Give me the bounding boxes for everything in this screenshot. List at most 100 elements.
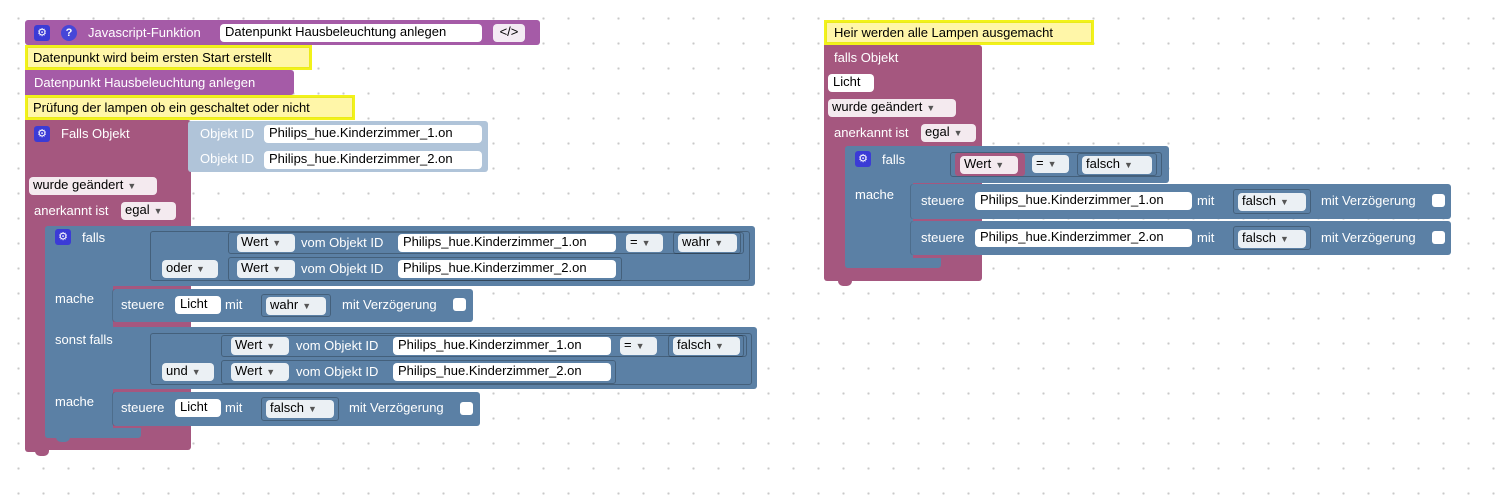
delay-checkbox[interactable] [1432,231,1445,244]
if-label: falls [882,152,906,167]
boolean-value: falsch [270,400,304,415]
with-label: mit [225,400,243,415]
compare-slot [228,232,744,254]
control-label: steuere [121,297,165,312]
function-definition-block[interactable]: ⚙ ? Javascript-Funktion Datenpunkt Hausb… [25,20,540,45]
change-mode-value: wurde geändert [33,177,124,192]
from-object-label: vom Objekt ID [301,235,384,250]
logic-operator-slot [150,333,752,385]
ack-label: anerkannt ist [34,203,109,218]
property-value: Wert [235,363,263,378]
property-value: Wert [241,260,269,275]
logic-operator-slot [150,231,750,281]
control-block[interactable]: steuere Licht mit falsch▼ mit Verzögerun… [113,392,480,426]
property-dropdown[interactable]: Wert▼ [960,156,1018,174]
chevron-down-icon: ▼ [307,404,317,414]
property-dropdown[interactable]: Wert▼ [231,363,289,381]
change-mode-dropdown[interactable]: wurde geändert▼ [828,99,956,117]
chevron-down-icon: ▼ [266,367,276,377]
boolean-dropdown[interactable]: falsch▼ [1238,193,1306,211]
object-id-field[interactable]: Philips_hue.Kinderzimmer_2.on [264,151,482,169]
help-icon[interactable]: ? [61,25,77,41]
object-id-block-1[interactable]: Objekt ID Philips_hue.Kinderzimmer_1.on [188,121,488,146]
gear-icon[interactable]: ⚙ [34,126,50,142]
comment-check[interactable]: Prüfung der lampen ob ein geschaltet ode… [25,95,355,120]
change-mode-dropdown[interactable]: wurde geändert▼ [29,177,157,195]
boolean-dropdown[interactable]: falsch▼ [1082,156,1152,174]
control-target-field[interactable]: Philips_hue.Kinderzimmer_2.on [975,229,1192,247]
object-id-field[interactable]: Philips_hue.Kinderzimmer_1.on [393,337,611,355]
delay-checkbox[interactable] [460,402,473,415]
value-slot [668,335,744,357]
object-id-field[interactable]: Philips_hue.Kinderzimmer_1.on [398,234,616,252]
if-label: falls [82,230,106,245]
compare-slot [228,257,622,281]
compare-slot [221,360,616,384]
boolean-dropdown[interactable]: falsch▼ [266,400,334,418]
comment-start[interactable]: Datenpunkt wird beim ersten Start erstel… [25,45,312,70]
chevron-down-icon: ▼ [266,341,276,351]
chevron-down-icon: ▼ [272,264,282,274]
operator-dropdown[interactable]: =▼ [626,234,663,252]
comment-lamps-off[interactable]: Heir werden alle Lampen ausgemacht [824,20,1094,45]
trigger-block-left-tab [35,450,49,456]
object-id-field[interactable]: Philips_hue.Kinderzimmer_2.on [398,260,616,278]
boolean-dropdown[interactable]: wahr▼ [266,297,326,315]
control-target-field[interactable]: Licht [175,399,221,417]
boolean-value: wahr [270,297,299,312]
control-target-field[interactable]: Philips_hue.Kinderzimmer_1.on [975,192,1192,210]
trigger-block-right-tab [838,280,852,286]
code-editor-button[interactable]: </> [493,24,525,42]
object-id-field[interactable]: Philips_hue.Kinderzimmer_2.on [393,363,611,381]
function-call-label: Datenpunkt Hausbeleuchtung anlegen [34,75,256,90]
property-block[interactable]: Wert▼ [955,153,1025,176]
from-object-label: vom Objekt ID [296,338,379,353]
ack-value: egal [125,202,150,217]
chevron-down-icon: ▼ [302,301,312,311]
delay-checkbox[interactable] [453,298,466,311]
value-slot [673,232,741,254]
value-slot [261,397,339,421]
compare-slot [950,152,1162,177]
chevron-down-icon: ▼ [714,341,724,351]
object-name-field[interactable]: Licht [828,74,874,92]
control-label: steuere [121,400,165,415]
gear-icon[interactable]: ⚙ [855,151,871,167]
control-block[interactable]: steuere Licht mit wahr▼ mit Verzögerung [113,289,473,322]
ack-dropdown[interactable]: egal▼ [921,124,976,142]
logic-operator-dropdown[interactable]: und▼ [162,363,214,381]
from-object-label: vom Objekt ID [296,364,379,379]
gear-icon[interactable]: ⚙ [34,25,50,41]
boolean-dropdown[interactable]: falsch▼ [673,337,740,355]
property-value: Wert [235,337,263,352]
object-id-block-2[interactable]: Objekt ID Philips_hue.Kinderzimmer_2.on [188,146,488,172]
chevron-down-icon: ▼ [1279,197,1289,207]
function-name-field[interactable]: Datenpunkt Hausbeleuchtung anlegen [220,24,482,42]
property-dropdown[interactable]: Wert▼ [237,234,295,252]
ack-dropdown[interactable]: egal▼ [121,202,176,220]
boolean-dropdown[interactable]: falsch▼ [1238,230,1306,248]
comment-text: Heir werden alle Lampen ausgemacht [834,25,1053,40]
function-call-block[interactable]: Datenpunkt Hausbeleuchtung anlegen [25,70,294,95]
boolean-dropdown[interactable]: wahr▼ [678,234,737,252]
if-block-tab [56,436,70,442]
delay-label: mit Verzögerung [1321,230,1416,245]
gear-icon[interactable]: ⚙ [55,229,71,245]
value-slot [1077,153,1157,176]
operator-dropdown[interactable]: =▼ [1032,155,1069,173]
logic-operator-dropdown[interactable]: oder▼ [162,260,218,278]
operator-dropdown[interactable]: =▼ [620,337,657,355]
trigger-label: Falls Objekt [61,126,130,141]
operator-value: = [1036,155,1044,170]
object-id-field[interactable]: Philips_hue.Kinderzimmer_1.on [264,125,482,143]
control-target-field[interactable]: Licht [175,296,221,314]
property-dropdown[interactable]: Wert▼ [237,260,295,278]
chevron-down-icon: ▼ [153,206,163,216]
delay-checkbox[interactable] [1432,194,1445,207]
control-block-1[interactable]: steuere Philips_hue.Kinderzimmer_1.on mi… [911,184,1451,219]
chevron-down-icon: ▼ [196,264,205,274]
chevron-down-icon: ▼ [953,128,963,138]
control-block-2[interactable]: steuere Philips_hue.Kinderzimmer_2.on mi… [911,221,1451,255]
do-label: mache [855,187,895,202]
property-dropdown[interactable]: Wert▼ [231,337,289,355]
